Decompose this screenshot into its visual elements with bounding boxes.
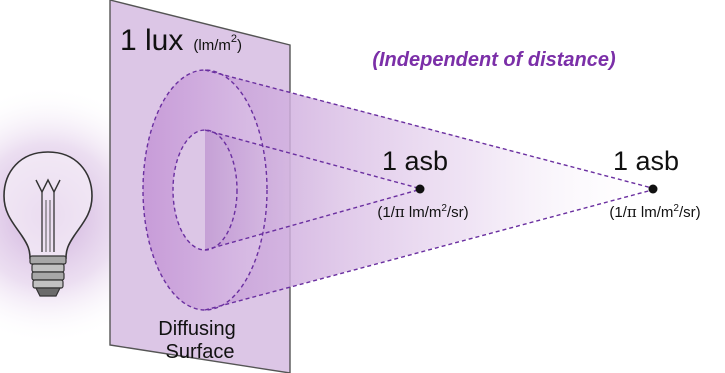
far-point: [649, 185, 658, 194]
surface-label-line2: Surface: [166, 341, 235, 363]
near-point-unit: (1/π lm/m2/sr): [377, 203, 468, 221]
surface-label-line1: Diffusing: [158, 318, 235, 340]
far-point-value: 1 asb: [613, 146, 679, 176]
distance-note: (Independent of distance): [372, 49, 616, 71]
near-point: [416, 185, 425, 194]
far-point-unit: (1/π lm/m2/sr): [609, 203, 700, 221]
near-point-value: 1 asb: [382, 146, 448, 176]
